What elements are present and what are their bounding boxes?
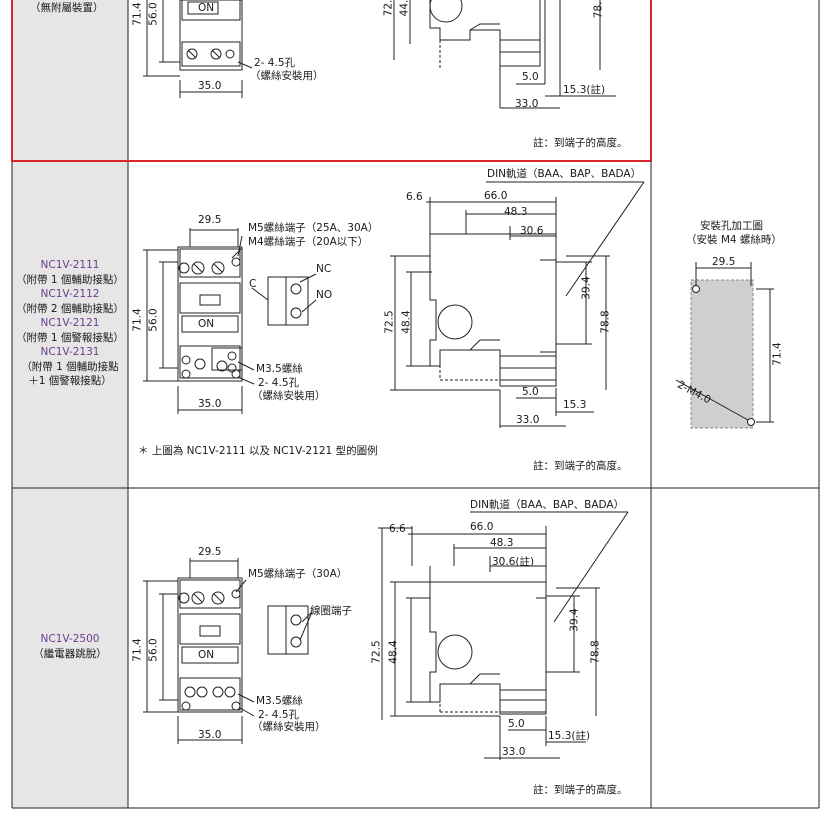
row1-dim-5-0: 5.0 <box>522 71 539 83</box>
row1-label: （無附屬裝置） <box>30 2 104 14</box>
mount-subtitle: （安裝 M4 螺絲時） <box>686 234 782 246</box>
row2-hole-use: （螺絲安裝用） <box>252 390 326 402</box>
row2-model-4: NC1V-2131 <box>40 346 100 358</box>
row3-dim-78-8: 78.8 <box>589 640 602 664</box>
row2-desc-3: （附帶 1 個警報接點） <box>16 331 124 344</box>
row2-dim-6-6: 6.6 <box>406 191 423 203</box>
row2-desc-extra: ＋1 個警報接點） <box>28 375 112 387</box>
row2-model-3: NC1V-2121 <box>40 317 100 329</box>
row3-dim-33-0: 33.0 <box>502 746 526 758</box>
row2-nc: NC <box>316 263 332 275</box>
row2-dim-29-5: 29.5 <box>198 214 222 226</box>
row3-dim-15-3: 15.3(註) <box>548 730 591 742</box>
row2-dim-5-0: 5.0 <box>522 386 539 398</box>
row3-coil: 線圈端子 <box>310 605 352 617</box>
row3-desc: （繼電器跳脫） <box>33 647 107 660</box>
row3-note: 註：到端子的高度。 <box>533 784 628 796</box>
left-cell-row3 <box>12 488 128 808</box>
row1-on: ON <box>198 2 215 14</box>
row1-dim-15-3: 15.3(註) <box>563 84 606 96</box>
row2-desc-1: （附帶 1 個輔助接點） <box>16 273 124 286</box>
row3-dim-6-6: 6.6 <box>389 523 406 535</box>
row2-model-1: NC1V-2111 <box>40 259 100 271</box>
row2-no: NO <box>316 289 333 301</box>
row1-hole: 2- 4.5孔 <box>254 57 296 69</box>
row1-dim-35-0: 35.0 <box>198 80 222 92</box>
row3-dim-39-4: 39.4 <box>568 608 581 632</box>
row2-dim-66-0: 66.0 <box>484 190 508 202</box>
row3-dim-66-0: 66.0 <box>470 521 494 533</box>
row3-dim-48-4: 48.4 <box>387 640 400 664</box>
row3-dim-56-0: 56.0 <box>147 638 160 662</box>
row2-m5: M5螺絲端子（25A、30A） <box>248 222 379 234</box>
mount-title: 安裝孔加工圖 <box>700 220 763 232</box>
row3-dim-5-0: 5.0 <box>508 718 525 730</box>
row3-dim-29-5: 29.5 <box>198 546 222 558</box>
row2-dim-33-0: 33.0 <box>516 414 540 426</box>
row3-m5: M5螺絲端子（30A） <box>248 568 348 580</box>
row3-dim-48-3: 48.3 <box>490 537 514 549</box>
left-cell-row1 <box>12 0 128 160</box>
row2-dim-30-6: 30.6 <box>520 225 544 237</box>
row3-dim-71-4: 71.4 <box>131 638 144 662</box>
row3-m35: M3.5螺絲 <box>256 695 303 707</box>
row3-on: ON <box>198 649 215 661</box>
row2-on: ON <box>198 318 215 330</box>
row2-note: 註：到端子的高度。 <box>533 460 628 472</box>
row1-dim-33-0: 33.0 <box>515 98 539 110</box>
row2-m4: M4螺絲端子（20A以下） <box>248 236 369 248</box>
row3-dim-30-6: 30.6(註) <box>492 556 535 568</box>
row3-hole-use: （螺絲安裝用） <box>252 721 326 733</box>
row2-desc-2: （附帶 2 個輔助接點） <box>16 302 124 315</box>
row2-dim-48-3: 48.3 <box>504 206 528 218</box>
row2-labels: NC1V-2111 （附帶 1 個輔助接點） NC1V-2112 （附帶 2 個… <box>12 258 128 389</box>
row2-dim-35-0: 35.0 <box>198 398 222 410</box>
row3-hole: 2- 4.5孔 <box>258 709 300 721</box>
row3-dim-35-0: 35.0 <box>198 729 222 741</box>
row2-model-2: NC1V-2112 <box>40 288 100 300</box>
row3-dim-72-5: 72.5 <box>370 640 383 664</box>
row1-note: 註：到端子的高度。 <box>533 137 628 149</box>
row2-m35: M3.5螺絲 <box>256 363 303 375</box>
row3-model: NC1V-2500 <box>40 633 100 645</box>
row2-c: C <box>249 278 257 290</box>
row2-dim-15-3: 15.3 <box>563 399 587 411</box>
row2-desc-4: （附帶 1 個輔助接點 <box>21 360 119 373</box>
left-cell-row2 <box>12 162 128 488</box>
row1-hole-use: （螺絲安裝用） <box>250 70 324 82</box>
row3-labels: NC1V-2500 （繼電器跳脫） <box>12 632 128 661</box>
row3-din: DIN軌道（BAA、BAP、BADA） <box>470 499 625 511</box>
row2-hole: 2- 4.5孔 <box>258 377 300 389</box>
row2-din: DIN軌道（BAA、BAP、BADA） <box>487 168 642 180</box>
row2-footnote: ＊ 上圖為 NC1V-2111 以及 NC1V-2121 型的圖例 <box>138 445 378 457</box>
mount-dim-29-5: 29.5 <box>712 256 736 268</box>
